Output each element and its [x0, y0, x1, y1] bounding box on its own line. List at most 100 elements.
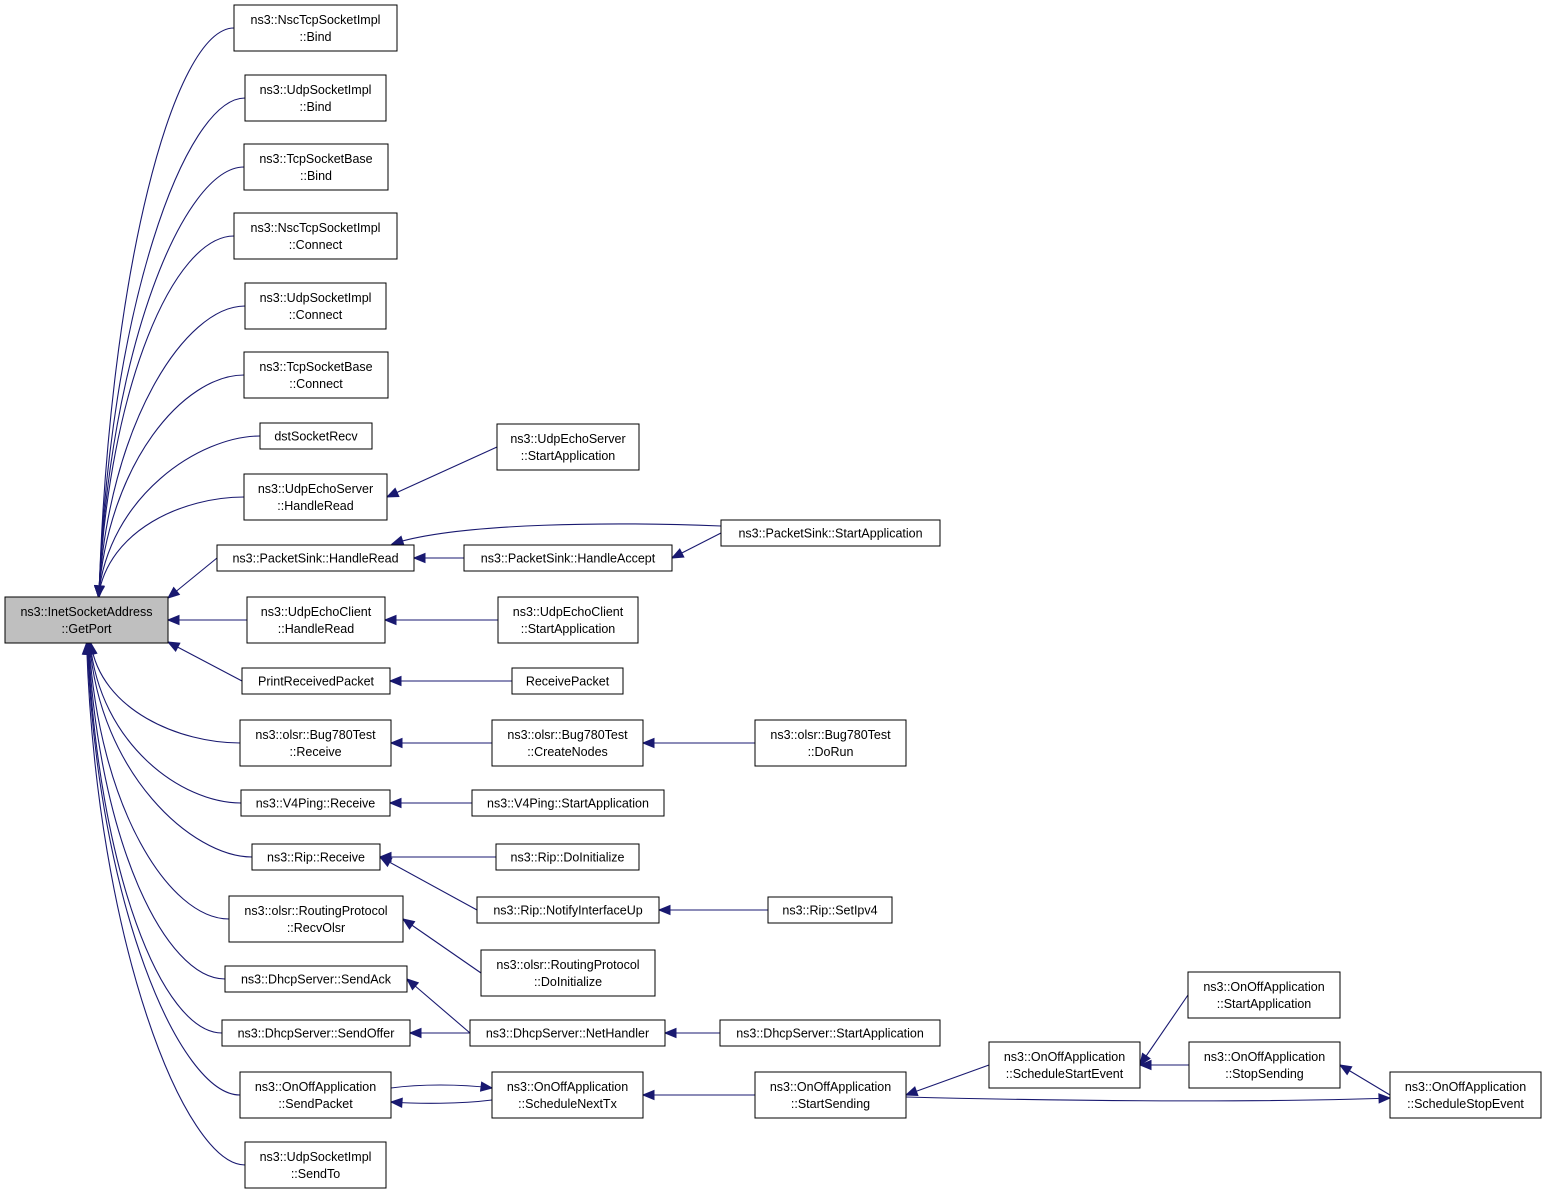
node-box [476, 896, 660, 924]
node-onoff-startapp[interactable]: ns3::OnOffApplication::StartApplication [1187, 971, 1341, 1019]
node-box [259, 422, 373, 450]
node-echoclient-start[interactable]: ns3::UdpEchoClient::StartApplication [497, 596, 639, 644]
arrowhead-icon [388, 675, 402, 687]
node-packetsink-handleread[interactable]: ns3::PacketSink::HandleRead [216, 544, 415, 572]
node-echoserver-start[interactable]: ns3::UdpEchoServer::StartApplication [496, 423, 640, 471]
node-onoff-sendpacket[interactable]: ns3::OnOffApplication::SendPacket [239, 1071, 392, 1119]
node-dhcp-nethandler[interactable]: ns3::DhcpServer::NetHandler [469, 1019, 666, 1047]
node-echoserver-handleread[interactable]: ns3::UdpEchoServer::HandleRead [243, 473, 388, 521]
arrowhead-icon [81, 641, 93, 655]
node-olsr-recv[interactable]: ns3::olsr::RoutingProtocol::RecvOlsr [228, 895, 404, 943]
node-label: dstSocketRecv [274, 430, 358, 444]
arrowhead-icon [383, 614, 397, 626]
node-printreceived[interactable]: PrintReceivedPacket [241, 667, 391, 695]
node-label: ::GetPort [61, 622, 112, 636]
node-box [239, 719, 392, 767]
edge-udp-connect-to-getport [97, 305, 246, 598]
arrowhead-icon [388, 797, 402, 809]
edge-printreceived-to-getport [167, 641, 243, 682]
node-bug780-receive[interactable]: ns3::olsr::Bug780Test::Receive [239, 719, 392, 767]
node-label: ns3::OnOffApplication [770, 1080, 891, 1094]
node-label: ::Bind [300, 169, 332, 183]
node-bug780-dorun[interactable]: ns3::olsr::Bug780Test::DoRun [754, 719, 907, 767]
node-box [1389, 1071, 1542, 1119]
arrowhead-icon [94, 584, 106, 599]
node-label: ::StartApplication [1217, 997, 1312, 1011]
node-rip-setipv4[interactable]: ns3::Rip::SetIpv4 [767, 896, 893, 924]
node-label: ::StartApplication [521, 449, 616, 463]
arrowhead-icon [166, 586, 181, 599]
node-label: ns3::NscTcpSocketImpl [251, 13, 381, 27]
node-rip-notify[interactable]: ns3::Rip::NotifyInterfaceUp [476, 896, 660, 924]
node-box [495, 843, 640, 871]
node-label: ::StartSending [791, 1097, 870, 1111]
node-label: ns3::OnOffApplication [1203, 980, 1324, 994]
node-box [497, 596, 639, 644]
edge-dhcp-sendack-to-getport [87, 642, 226, 980]
edge-nsc-connect-to-getport [98, 235, 235, 598]
node-box [469, 1019, 666, 1047]
node-label: ::Bind [300, 100, 332, 114]
arrowhead-icon [166, 641, 181, 653]
node-onoff-schednexttx[interactable]: ns3::OnOffApplication::ScheduleNextTx [491, 1071, 644, 1119]
node-dstsocketrecv[interactable]: dstSocketRecv [259, 422, 373, 450]
arrowhead-icon [641, 737, 655, 749]
arrowhead-icon [389, 737, 403, 749]
node-box [754, 1071, 907, 1119]
node-label: ::Receive [289, 745, 341, 759]
node-tcp-bind[interactable]: ns3::TcpSocketBase::Bind [243, 143, 389, 191]
edge-onoff-startapp-to-onoff-schedstart [1139, 994, 1189, 1066]
edge-dstsocketrecv-to-getport [97, 435, 261, 598]
node-udp-connect[interactable]: ns3::UdpSocketImpl::Connect [244, 282, 387, 330]
node-rip-receive[interactable]: ns3::Rip::Receive [251, 843, 381, 871]
node-dhcp-sendack[interactable]: ns3::DhcpServer::SendAck [224, 965, 408, 993]
node-label: ns3::TcpSocketBase [259, 152, 372, 166]
node-echoclient-handleread[interactable]: ns3::UdpEchoClient::HandleRead [246, 596, 386, 644]
node-packetsink-start[interactable]: ns3::PacketSink::StartApplication [720, 519, 941, 547]
node-box [224, 965, 408, 993]
node-nsc-bind[interactable]: ns3::NscTcpSocketImpl::Bind [233, 4, 398, 52]
node-v4ping-start[interactable]: ns3::V4Ping::StartApplication [471, 789, 665, 817]
node-label: ns3::UdpEchoClient [261, 605, 372, 619]
node-dhcp-start[interactable]: ns3::DhcpServer::StartApplication [719, 1019, 941, 1047]
node-label: ns3::DhcpServer::NetHandler [486, 1027, 649, 1041]
edge-echoserver-start-to-echoserver-handleread [386, 446, 498, 498]
node-olsr-doinit[interactable]: ns3::olsr::RoutingProtocol::DoInitialize [480, 949, 656, 997]
node-onoff-schedstart[interactable]: ns3::OnOffApplication::ScheduleStartEven… [988, 1041, 1141, 1089]
node-label: ns3::olsr::Bug780Test [770, 728, 891, 742]
edge-onoff-sendpacket-to-onoff-schednexttx [390, 1084, 493, 1089]
arrowhead-icon [166, 614, 180, 626]
node-label: ns3::TcpSocketBase [259, 360, 372, 374]
edge-dhcp-sendoffer-to-getport [87, 642, 223, 1034]
node-bug780-createnodes[interactable]: ns3::olsr::Bug780Test::CreateNodes [491, 719, 644, 767]
node-label: ns3::UdpEchoClient [513, 605, 624, 619]
node-onoff-startsending[interactable]: ns3::OnOffApplication::StartSending [754, 1071, 907, 1119]
node-udp-sendto[interactable]: ns3::UdpSocketImpl::SendTo [244, 1141, 387, 1189]
node-nsc-connect[interactable]: ns3::NscTcpSocketImpl::Connect [233, 212, 398, 260]
node-v4ping-receive[interactable]: ns3::V4Ping::Receive [240, 789, 391, 817]
node-udp-bind[interactable]: ns3::UdpSocketImpl::Bind [244, 74, 387, 122]
node-label: ns3::DhcpServer::StartApplication [736, 1027, 924, 1041]
node-label: ns3::UdpSocketImpl [260, 1150, 372, 1164]
node-receivepacket[interactable]: ReceivePacket [511, 667, 624, 695]
arrowhead-icon [1378, 1093, 1392, 1104]
node-label: ns3::Rip::Receive [267, 851, 365, 865]
node-tcp-connect[interactable]: ns3::TcpSocketBase::Connect [243, 351, 389, 399]
node-box [491, 1071, 644, 1119]
edge-tcp-bind-to-getport [98, 166, 245, 598]
edge-dhcp-nethandler-to-dhcp-sendack [406, 978, 471, 1034]
node-onoff-schedstop[interactable]: ns3::OnOffApplication::ScheduleStopEvent [1389, 1071, 1542, 1119]
node-rip-doinit[interactable]: ns3::Rip::DoInitialize [495, 843, 640, 871]
node-onoff-stopsending[interactable]: ns3::OnOffApplication::StopSending [1188, 1041, 1341, 1089]
node-label: ns3::PacketSink::HandleAccept [481, 552, 656, 566]
node-label: ::Connect [289, 238, 343, 252]
node-getport[interactable]: ns3::InetSocketAddress::GetPort [4, 596, 169, 644]
arrowhead-icon [479, 1081, 494, 1092]
arrowhead-icon [412, 552, 426, 564]
nodes-layer: ns3::InetSocketAddress::GetPort ns3::NscT… [4, 4, 1542, 1189]
node-dhcp-sendoffer[interactable]: ns3::DhcpServer::SendOffer [221, 1019, 411, 1047]
arrowhead-icon [657, 904, 671, 916]
node-packetsink-handleaccept[interactable]: ns3::PacketSink::HandleAccept [463, 544, 673, 572]
node-box [463, 544, 673, 572]
